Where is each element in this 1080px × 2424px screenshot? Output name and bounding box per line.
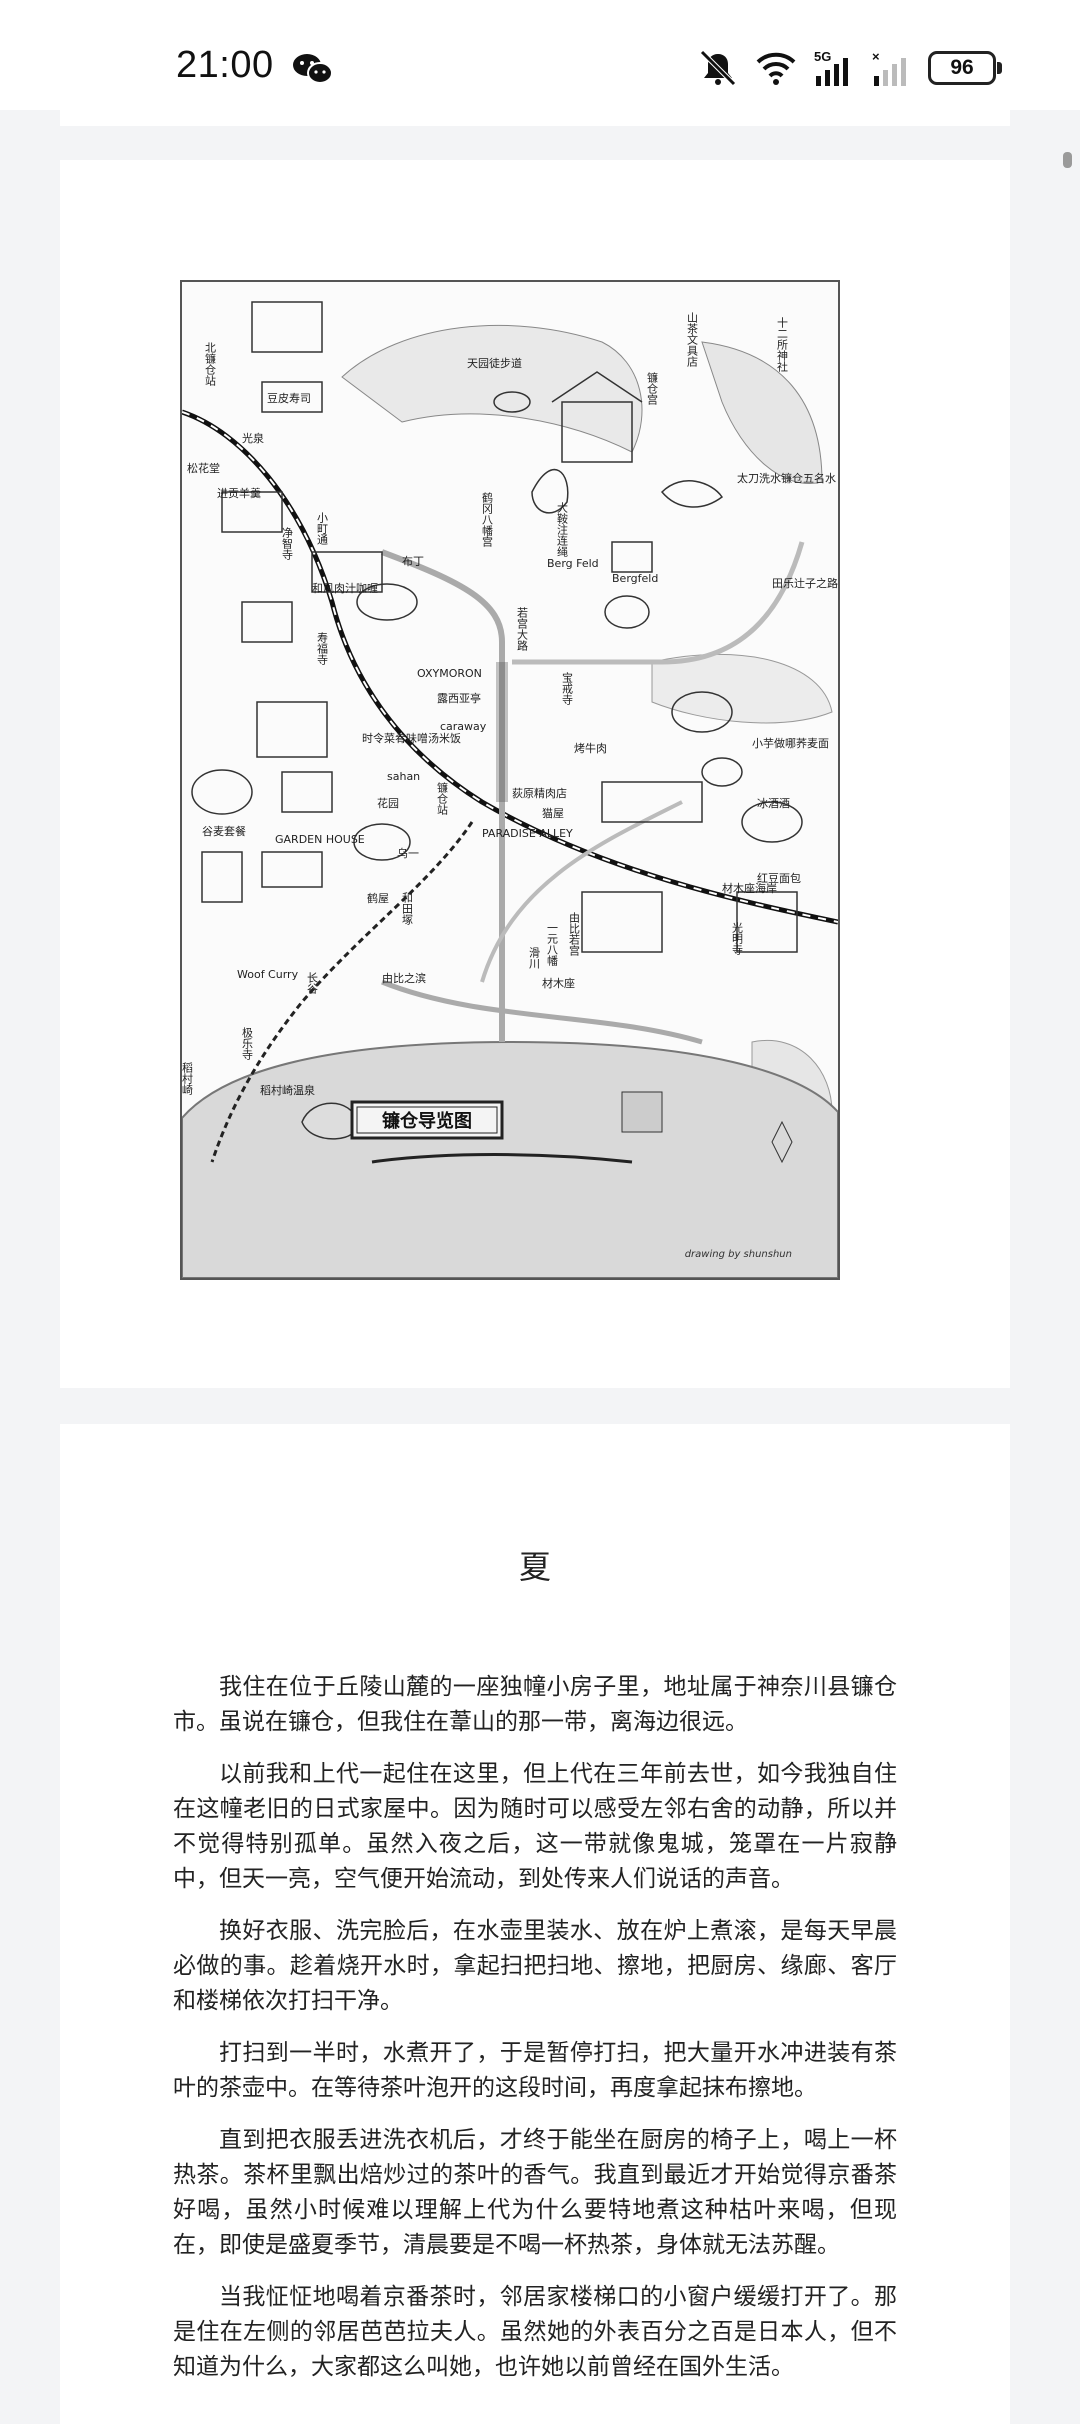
map-place-label: 谷麦套餐 bbox=[202, 824, 246, 838]
map-place-label: 镰仓宫 bbox=[646, 371, 659, 406]
map-place-label: 红豆面包 bbox=[757, 872, 801, 885]
map-place-label: 烤牛肉 bbox=[574, 741, 607, 755]
map-place-label: 由比若宫 bbox=[568, 911, 581, 957]
map-place-label: 冰酒酒 bbox=[757, 797, 790, 810]
map-place-label: caraway bbox=[440, 720, 487, 733]
map-place-label: OXYMORON bbox=[417, 667, 482, 680]
map-place-label: 和田塚 bbox=[401, 892, 414, 925]
status-time: 21:00 bbox=[176, 44, 274, 86]
map-place-label: 太刀洗水镰仓五名水 bbox=[737, 471, 836, 485]
chapter-page: 夏 我住在位于丘陵山麓的一座独幢小房子里，地址属于神奈川县镰仓市。虽说在镰仓，但… bbox=[60, 1424, 1010, 2424]
map-place-label: 进贡羊羹 bbox=[217, 486, 261, 500]
map-place-label: 若宫大路 bbox=[516, 607, 529, 652]
svg-text:×: × bbox=[872, 49, 880, 64]
battery-indicator: 96 bbox=[928, 51, 1002, 85]
map-place-label: 滑川 bbox=[528, 947, 541, 969]
svg-text:5G: 5G bbox=[814, 49, 831, 64]
map-place-label: 北镰仓站 bbox=[204, 342, 217, 387]
map-place-label: 乌一 bbox=[397, 846, 419, 860]
status-bar: 21:00 5G × bbox=[0, 0, 1080, 110]
map-place-label: 时令菜肴味噌汤米饭 bbox=[362, 731, 461, 745]
paragraph: 换好衣服、洗完脸后，在水壶里装水、放在炉上煮滚，是每天早晨必做的事。趁着烧开水时… bbox=[173, 1918, 897, 2014]
map-place-label: 稻村崎 bbox=[182, 1062, 194, 1095]
battery-level: 96 bbox=[950, 56, 974, 79]
map-place-label: 露西亚亭 bbox=[437, 691, 481, 705]
map-place-label: PARADISE ALLEY bbox=[482, 827, 573, 840]
map-place-label: Woof Curry bbox=[237, 968, 299, 981]
map-place-label: 光泉 bbox=[242, 431, 264, 445]
mute-bell-icon bbox=[700, 50, 736, 86]
paragraph: 当我怔怔地喝着京番茶时，邻居家楼梯口的小窗户缓缓打开了。那是住在左侧的邻居芭芭拉… bbox=[173, 2284, 897, 2380]
map-place-label: Bergfeld bbox=[612, 572, 658, 585]
map-place-label: 长谷 bbox=[306, 972, 319, 995]
map-title: 镰仓导览图 bbox=[382, 1110, 472, 1132]
map-place-label: 大鞍注连绳 bbox=[556, 501, 569, 557]
map-place-label: 稻村崎温泉 bbox=[260, 1083, 315, 1097]
kamakura-map-illustration: 镰仓导览图 drawing by shunshun 山茶文具店 十二所神社 北镰仓站… bbox=[180, 280, 840, 1280]
map-place-label: 猫屋 bbox=[542, 807, 564, 820]
wechat-icon bbox=[293, 54, 333, 84]
paragraph: 以前我和上代一起住在这里，但上代在三年前去世，如今我独自住在这幢老旧的日式家屋中… bbox=[173, 1761, 897, 1892]
chapter-body: 我住在位于丘陵山麓的一座独幢小房子里，地址属于神奈川县镰仓市。虽说在镰仓，但我住… bbox=[173, 1670, 897, 2402]
previous-page-edge bbox=[60, 110, 1010, 126]
wifi-icon bbox=[756, 52, 796, 85]
map-place-label: 寿福寺 bbox=[316, 631, 329, 665]
map-place-label: 花园 bbox=[377, 797, 399, 810]
map-place-label: 山茶文具店 bbox=[686, 312, 699, 367]
chapter-title: 夏 bbox=[518, 1548, 551, 1586]
map-place-label: 豆皮寿司 bbox=[267, 391, 311, 405]
map-place-label: 净智寺 bbox=[281, 526, 294, 560]
map-place-label: 十二所神社 bbox=[776, 316, 789, 373]
map-place-label: GARDEN HOUSE bbox=[275, 833, 365, 846]
map-place-label: Berg Feld bbox=[547, 557, 599, 570]
map-signature: drawing by shunshun bbox=[685, 1249, 792, 1260]
map-place-label: 材木座海岸 bbox=[722, 881, 777, 895]
map-place-label: 宝戒寺 bbox=[561, 671, 574, 705]
map-place-label: 天园徒步道 bbox=[467, 356, 522, 370]
map-place-label: 松花堂 bbox=[187, 461, 220, 475]
map-place-label: 镰仓站 bbox=[436, 781, 449, 816]
map-place-label: 一元八幡 bbox=[546, 922, 559, 967]
map-place-label: 极乐寺 bbox=[241, 1026, 254, 1060]
map-place-label: sahan bbox=[387, 770, 420, 783]
map-place-label: 光明寺 bbox=[731, 921, 744, 955]
signal-weak-icon: × bbox=[872, 49, 906, 86]
map-place-label: 鹤冈八幡宫 bbox=[481, 491, 494, 548]
paragraph: 我住在位于丘陵山麓的一座独幢小房子里，地址属于神奈川县镰仓市。虽说在镰仓，但我住… bbox=[173, 1674, 897, 1735]
map-place-label: 由比之滨 bbox=[382, 971, 426, 985]
map-place-label: 田乐辻子之路 bbox=[772, 576, 838, 590]
map-place-label: 鹤屋 bbox=[367, 891, 389, 905]
map-place-label: 小芋做哪荞麦面 bbox=[752, 736, 829, 750]
map-place-label: 小町通 bbox=[316, 512, 329, 545]
signal-5g-icon: 5G bbox=[814, 49, 848, 86]
map-place-label: 材木座 bbox=[542, 976, 575, 990]
map-place-label: 荻原精肉店 bbox=[512, 786, 567, 800]
status-icons: 5G × 96 bbox=[696, 48, 1002, 88]
map-place-label: 和风肉汁咖喱 bbox=[312, 581, 378, 595]
paragraph: 打扫到一半时，水煮开了，于是暂停打扫，把大量开水冲进装有茶叶的茶壶中。在等待茶叶… bbox=[173, 2040, 897, 2101]
map-page: 镰仓导览图 drawing by shunshun 山茶文具店 十二所神社 北镰仓站… bbox=[60, 160, 1010, 1388]
paragraph: 直到把衣服丢进洗衣机后，才终于能坐在厨房的椅子上，喝上一杯热茶。茶杯里飘出焙炒过… bbox=[173, 2127, 897, 2258]
map-place-label: 布丁 bbox=[402, 555, 424, 568]
scroll-indicator[interactable] bbox=[1063, 152, 1072, 168]
